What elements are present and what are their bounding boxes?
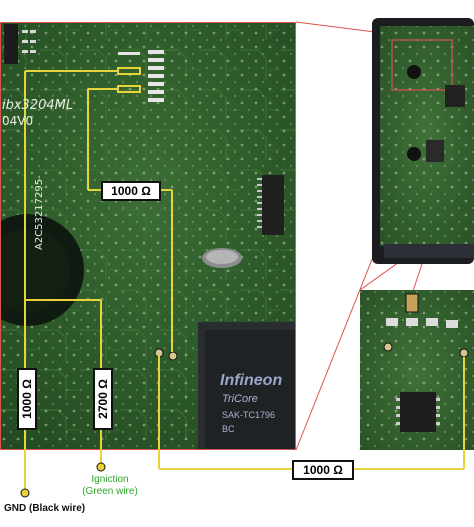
gnd-label: GND (Black wire): [4, 503, 86, 514]
ecu-overview-photo: [372, 18, 474, 264]
wiring-lines: [24, 67, 465, 492]
silkscreen-serial-code: A2C53217295-: [34, 175, 45, 250]
wire-endpoints: [20, 462, 106, 498]
chip-brand: Infineon: [220, 372, 283, 389]
chip-part: SAK-TC1796: [222, 410, 276, 420]
chip-family: TriCore: [222, 393, 258, 405]
silkscreen-rev-code: 04V0: [2, 114, 34, 128]
zoom-detail-photo: [360, 290, 474, 450]
resistor-label-bottom: 1000 Ω: [292, 460, 354, 480]
resistor-label-top: 1000 Ω: [101, 181, 161, 201]
ignition-label-line2: (Green wire): [82, 486, 138, 497]
ignition-label-line1: Igniction: [91, 474, 129, 485]
main-pcb-photo: [0, 22, 296, 450]
silkscreen-part-code: ibx3204ML: [2, 98, 74, 113]
resistor-label-left-vertical: 1000 Ω: [17, 368, 37, 430]
ignition-label: Igniction (Green wire): [78, 474, 142, 498]
chip-line4: BC: [222, 424, 235, 434]
resistor-label-mid-vertical: 2700 Ω: [93, 368, 113, 430]
